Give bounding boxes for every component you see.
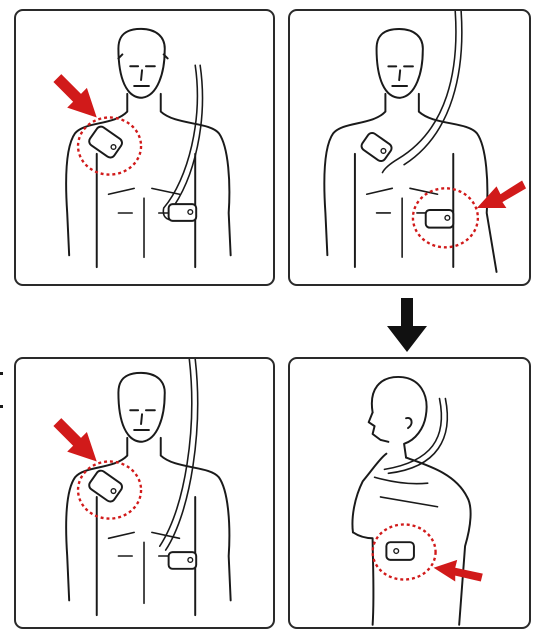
pad-upper-right-chest xyxy=(360,131,394,163)
front-body-illustration xyxy=(16,359,273,627)
red-arrow-left-icon xyxy=(477,180,526,208)
side-torso-outline xyxy=(352,377,470,625)
panel-pad-placement-left-side xyxy=(288,9,531,286)
panel-pad-placement-right-chest-repeat xyxy=(14,357,275,629)
pad-side-ribs xyxy=(386,542,414,560)
down-arrow-icon xyxy=(379,296,435,354)
panel-pad-placement-side-view xyxy=(288,357,531,629)
pad-upper-right-chest xyxy=(87,469,124,504)
front-body-illustration xyxy=(16,11,273,284)
torso-outline xyxy=(66,29,230,267)
pad-lower-left-ribs xyxy=(169,204,197,221)
red-arrow-down-right-icon xyxy=(53,74,96,117)
pad-upper-right-chest xyxy=(87,125,124,160)
panel-pad-placement-right-chest xyxy=(14,9,275,286)
red-arrow-left-icon xyxy=(434,560,483,582)
margin-mark xyxy=(0,372,4,410)
pad-lower-left-ribs xyxy=(169,552,197,569)
red-arrow-down-right-icon xyxy=(53,418,96,461)
torso-outline xyxy=(324,11,496,272)
pad-left-side-ribs xyxy=(426,210,454,228)
front-body-illustration xyxy=(290,11,529,284)
side-body-illustration xyxy=(290,359,529,627)
